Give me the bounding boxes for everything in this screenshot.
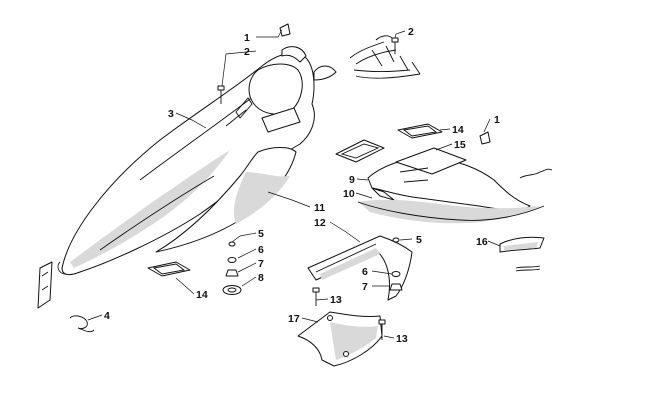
callout-12: 12: [314, 217, 326, 229]
callout-5: 5: [258, 228, 264, 240]
side-panel-part: [307, 235, 413, 301]
callout-2: 2: [244, 46, 250, 58]
grommet-plate-upper-part: [397, 123, 443, 139]
tether-part: [37, 261, 95, 333]
fastener-stack-left: [222, 241, 242, 295]
screw-13-left: [312, 287, 320, 306]
callout-6: 6: [362, 266, 368, 278]
hood-body-part: [57, 46, 337, 276]
handlebar-area-sketch: [349, 35, 421, 79]
callout-1: 1: [494, 114, 500, 126]
callout-13: 13: [396, 333, 408, 345]
callout-2: 2: [408, 26, 414, 38]
callout-15: 15: [454, 139, 466, 151]
callout-4: 4: [104, 310, 110, 322]
callout-11: 11: [314, 202, 325, 214]
screw-part-left: [217, 85, 225, 104]
callout-13: 13: [330, 294, 342, 306]
callout-8: 8: [258, 272, 264, 284]
callout-10: 10: [343, 188, 355, 200]
callout-7: 7: [362, 281, 368, 293]
clip-part-right: [479, 131, 491, 145]
callout-5: 5: [416, 234, 422, 246]
console-part: [357, 147, 545, 224]
small-plate-part: [499, 236, 545, 253]
callout-14: 14: [452, 124, 464, 136]
bracket-part: [297, 311, 383, 367]
callout-16: 16: [476, 236, 488, 248]
grommet-plate-lower-part: [147, 261, 191, 277]
callout-3: 3: [168, 108, 174, 120]
lower-skirt-part: [155, 147, 297, 253]
callout-9: 9: [349, 174, 355, 186]
bezel-ring-part: [335, 139, 385, 163]
callout-6: 6: [258, 244, 264, 256]
callout-14: 14: [196, 289, 208, 301]
callout-1: 1: [244, 32, 250, 44]
callout-7: 7: [258, 258, 264, 270]
screw-13-right: [378, 319, 386, 340]
leader-lines: [87, 29, 501, 339]
callout-labels: 1 2 2 3 14 1 15 9 10 11 12 5 6 7 8 5 16 …: [104, 26, 500, 345]
clip-part-upper: [279, 23, 291, 37]
callout-17: 17: [288, 313, 300, 325]
wire-part: [515, 168, 553, 272]
screw-part-right: [391, 37, 399, 54]
